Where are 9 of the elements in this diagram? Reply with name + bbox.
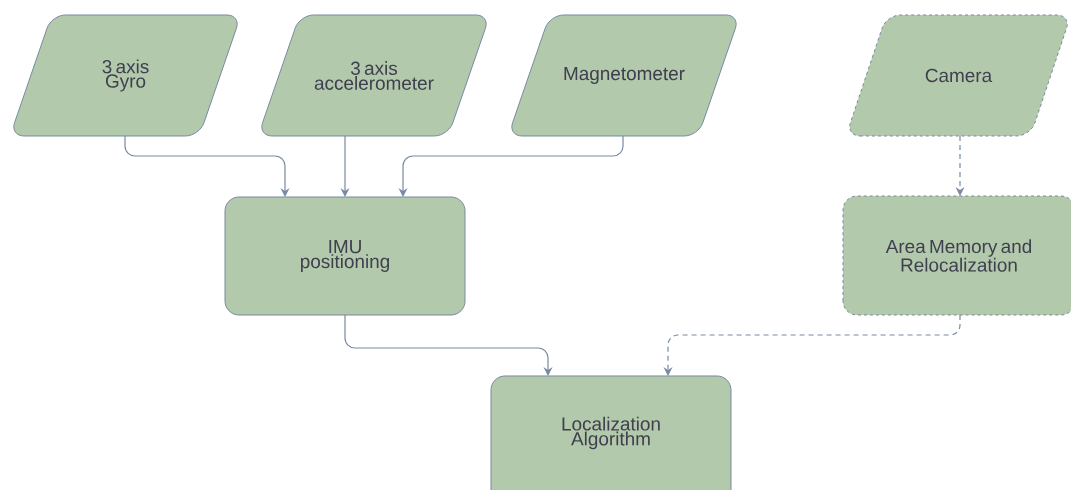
- process-box: Area Memory and Relocalization: [842, 195, 1071, 316]
- input-parallelogram: Magnetometer: [511, 14, 737, 137]
- arrow: [124, 135, 290, 197]
- input-parallelogram: 3 axis accelerometer: [261, 14, 487, 137]
- process-box: IMU positioning: [224, 196, 466, 316]
- input-parallelogram: 3 axis Gyro: [13, 14, 238, 137]
- process-box: Localization Algorithm: [490, 375, 732, 490]
- arrow: [344, 314, 553, 376]
- input-parallelogram: Camera: [849, 14, 1068, 137]
